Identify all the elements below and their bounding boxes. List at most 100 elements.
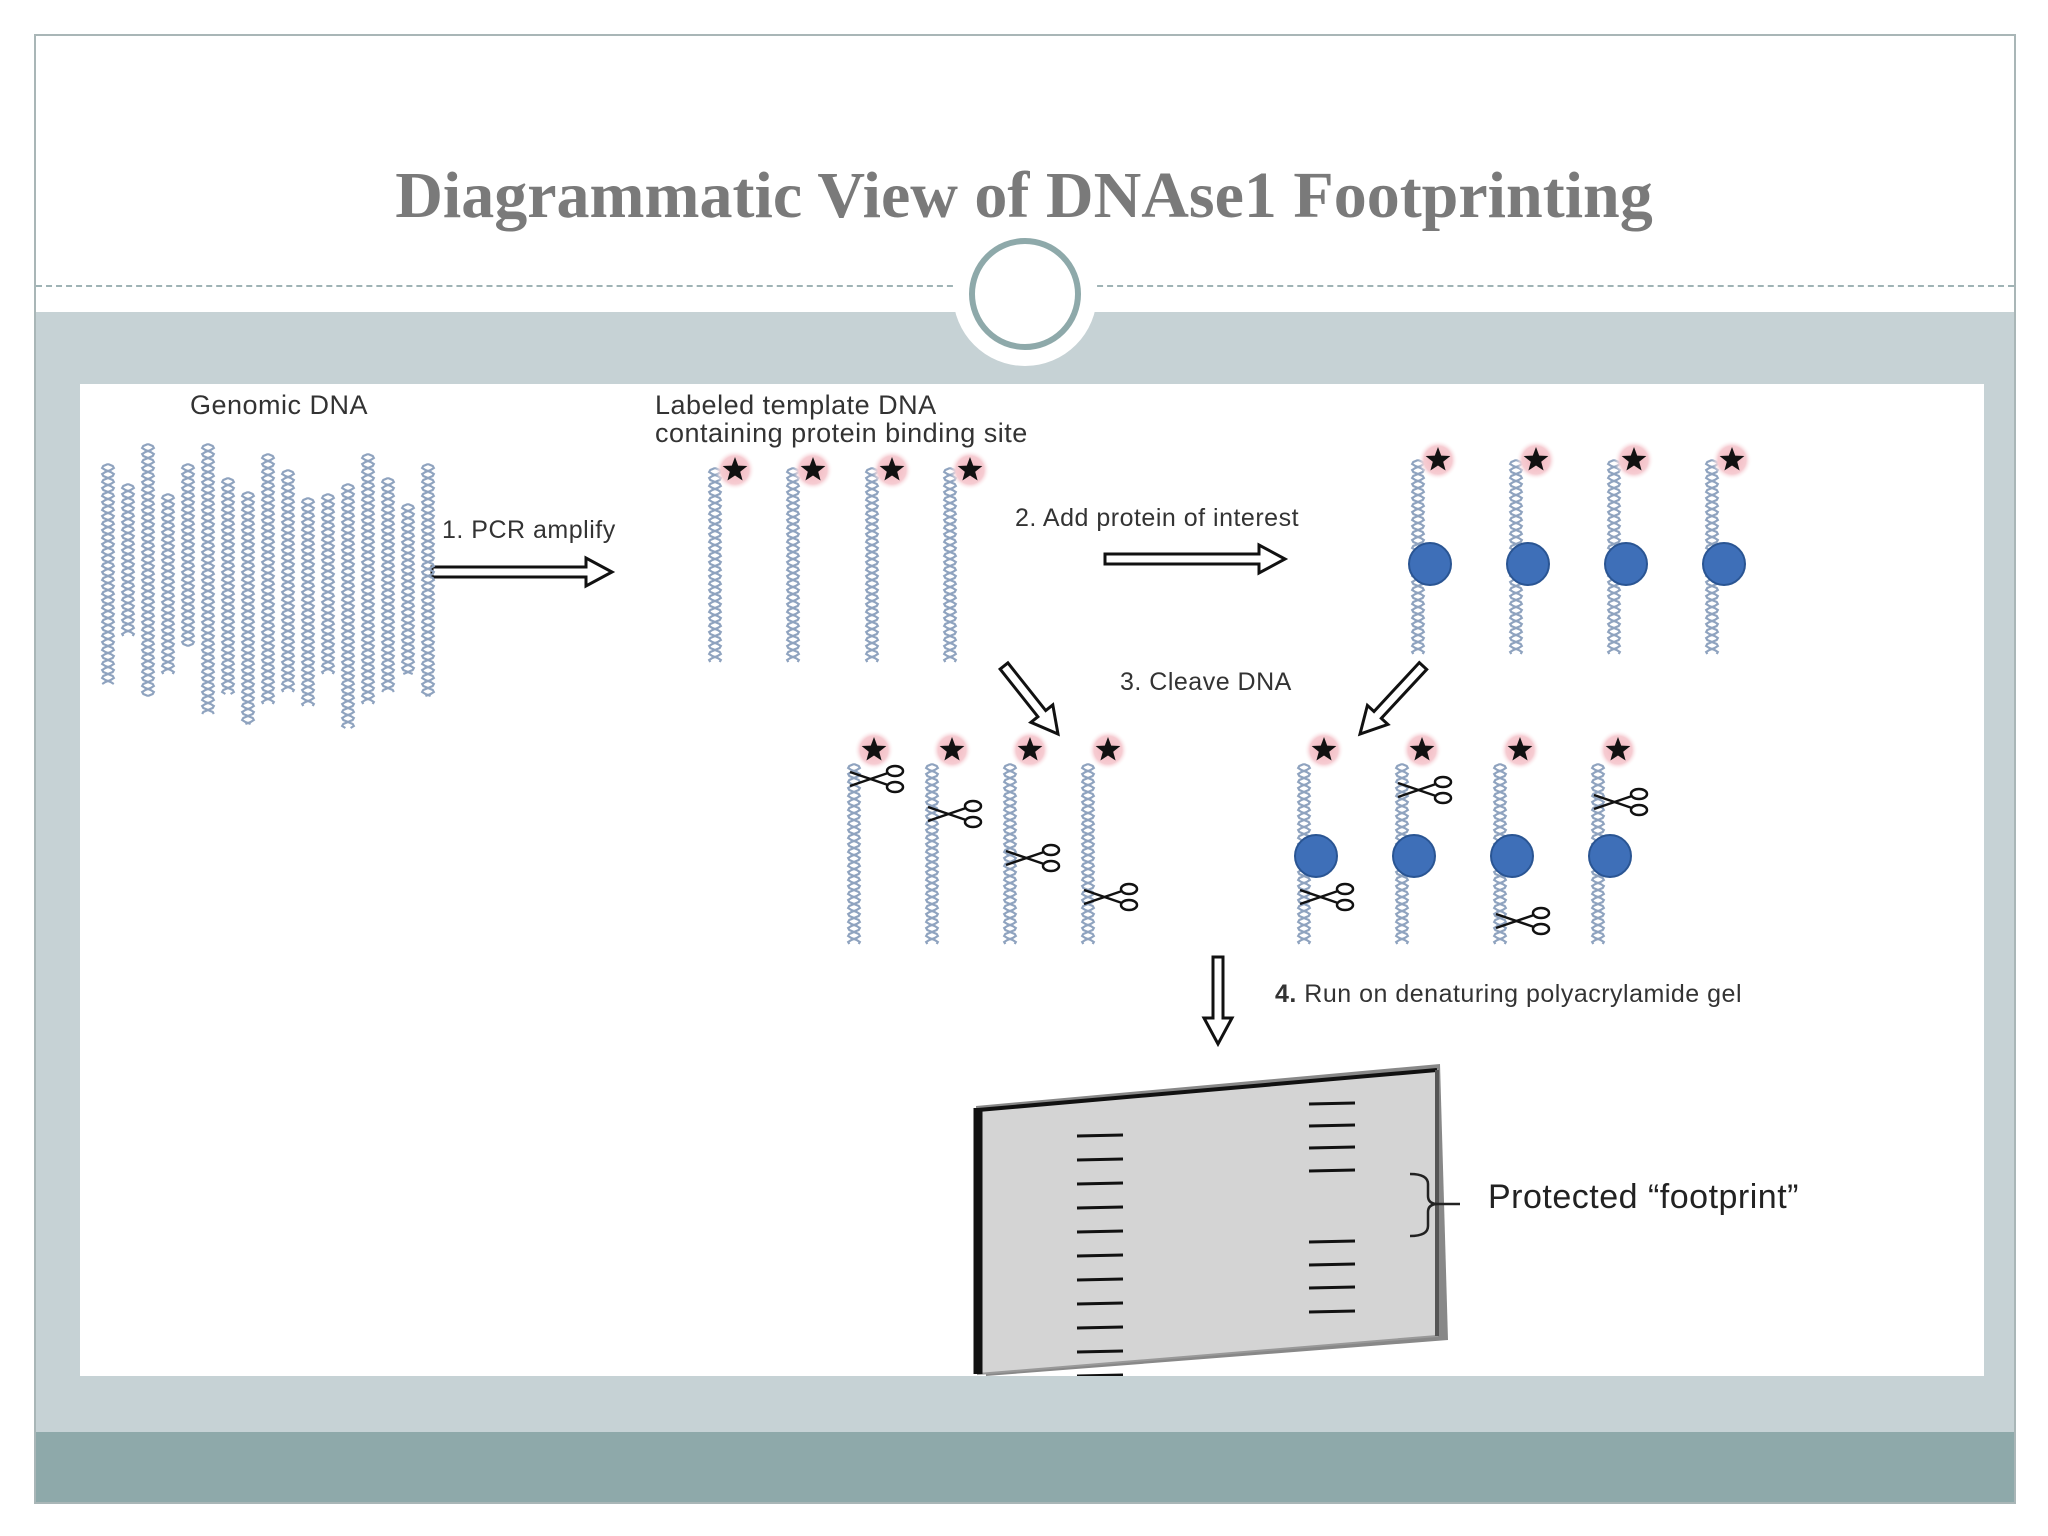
slide-title: Diagrammatic View of DNAse1 Footprinting bbox=[395, 159, 1653, 232]
gel-band bbox=[1076, 1157, 1124, 1162]
diagram-canvas bbox=[100, 440, 1752, 1376]
star-icon bbox=[1418, 440, 1458, 480]
arrows-group bbox=[430, 542, 1429, 1048]
star-icon bbox=[950, 450, 990, 490]
star-icon bbox=[1088, 730, 1128, 770]
genomic-dna-strand bbox=[340, 482, 356, 729]
genomic-dna-strand bbox=[240, 490, 256, 726]
template-dna-strand bbox=[785, 466, 801, 663]
gel-band bbox=[1076, 1133, 1124, 1138]
cleaved-dna-strand bbox=[1080, 762, 1096, 945]
protein-circle-icon bbox=[1588, 834, 1632, 878]
genomic-dna-strand bbox=[260, 452, 276, 705]
genomic-dna-strand bbox=[220, 476, 236, 695]
gel-band bbox=[1308, 1101, 1356, 1106]
dna-strands-group bbox=[100, 440, 1752, 945]
scissors-icon bbox=[927, 799, 983, 829]
genomic-dna-strand bbox=[420, 462, 436, 698]
genomic-dna-strand bbox=[380, 476, 396, 693]
label-step-4: 4. Run on denaturing polyacrylamide gel bbox=[1275, 980, 1742, 1009]
genomic-dna-strand bbox=[360, 452, 376, 705]
gel-band bbox=[1076, 1349, 1124, 1354]
label-binding-site: containing protein binding site bbox=[655, 418, 1028, 448]
gel-band bbox=[1308, 1168, 1356, 1173]
gel-group bbox=[973, 1064, 1460, 1376]
star-icon bbox=[1010, 730, 1050, 770]
gel-slab bbox=[977, 1068, 1438, 1376]
label-step-1: 1. PCR amplify bbox=[442, 516, 616, 544]
template-dna-strand bbox=[942, 466, 958, 663]
scissors-icon bbox=[1495, 906, 1551, 936]
label-genomic-dna: Genomic DNA bbox=[190, 390, 369, 420]
genomic-dna-strand bbox=[100, 462, 116, 685]
step-4-text: Run on denaturing polyacrylamide gel bbox=[1296, 980, 1743, 1008]
gel-band bbox=[1308, 1262, 1356, 1267]
star-icon bbox=[1516, 440, 1556, 480]
gel-band bbox=[1076, 1181, 1124, 1186]
gel-band bbox=[1308, 1309, 1356, 1314]
gel-edge-top bbox=[977, 1068, 1438, 1112]
scissors-icon bbox=[849, 764, 905, 794]
arrow-cleave-right bbox=[1357, 660, 1429, 737]
label-step-2: 2. Add protein of interest bbox=[1015, 504, 1300, 532]
star-icon bbox=[872, 450, 912, 490]
genomic-dna-strand bbox=[400, 502, 416, 676]
star-icon bbox=[1402, 730, 1442, 770]
protein-circle-icon bbox=[1506, 542, 1550, 586]
scissors-icon bbox=[1083, 882, 1139, 912]
footprint-bracket-icon bbox=[1409, 1172, 1460, 1238]
gel-band bbox=[1076, 1277, 1124, 1282]
arrow-pcr-amplify bbox=[430, 555, 616, 589]
label-protected-footprint: Protected “footprint” bbox=[1488, 1178, 1799, 1216]
genomic-dna-strand bbox=[180, 462, 196, 648]
label-step-3: 3. Cleave DNA bbox=[1120, 668, 1292, 696]
template-dna-strand bbox=[707, 466, 723, 663]
gel-band bbox=[1308, 1285, 1356, 1290]
star-icon bbox=[1304, 730, 1344, 770]
gel-band bbox=[1308, 1145, 1356, 1150]
cleaved-dna-strand bbox=[846, 762, 862, 945]
genomic-dna-strand bbox=[200, 442, 216, 715]
gel-band bbox=[1308, 1239, 1356, 1244]
label-labeled-template: Labeled template DNA bbox=[655, 390, 937, 420]
footprinting-diagram: Genomic DNA Labeled template DNA contain… bbox=[80, 384, 1984, 1376]
gel-band bbox=[1076, 1325, 1124, 1330]
star-icon bbox=[1712, 440, 1752, 480]
scissors-icon bbox=[1397, 775, 1453, 805]
star-icon bbox=[1598, 730, 1638, 770]
gel-band bbox=[1076, 1373, 1124, 1376]
protein-circle-icon bbox=[1604, 542, 1648, 586]
arrow-add-protein bbox=[1103, 542, 1289, 576]
gel-band bbox=[1076, 1205, 1124, 1210]
star-icon bbox=[932, 730, 972, 770]
scissors-icon bbox=[1593, 787, 1649, 817]
star-icon bbox=[715, 450, 755, 490]
star-icon bbox=[1500, 730, 1540, 770]
gel-band bbox=[1076, 1229, 1124, 1234]
star-icon bbox=[1614, 440, 1654, 480]
genomic-dna-strand bbox=[160, 492, 176, 675]
genomic-dna-strand bbox=[140, 442, 156, 698]
step-4-number: 4. bbox=[1275, 980, 1297, 1008]
protein-circle-icon bbox=[1408, 542, 1452, 586]
circle-ornament-icon bbox=[953, 222, 1097, 366]
arrow-run-gel bbox=[1201, 955, 1235, 1048]
protein-circle-icon bbox=[1702, 542, 1746, 586]
gel-band bbox=[1076, 1253, 1124, 1258]
protein-circle-icon bbox=[1294, 834, 1338, 878]
star-icon bbox=[854, 730, 894, 770]
genomic-dna-strand bbox=[280, 468, 296, 693]
cleaved-dna-strand bbox=[924, 762, 940, 945]
scissors-icon bbox=[1299, 882, 1355, 912]
genomic-dna-strand bbox=[120, 482, 136, 637]
scissors-icon bbox=[1005, 843, 1061, 873]
genomic-dna-strand bbox=[300, 496, 316, 707]
protein-circle-icon bbox=[1392, 834, 1436, 878]
gel-band bbox=[1308, 1123, 1356, 1128]
footer-band bbox=[36, 1432, 2014, 1502]
star-icon bbox=[793, 450, 833, 490]
arrow-cleave-left bbox=[997, 660, 1060, 737]
template-dna-strand bbox=[864, 466, 880, 663]
protein-circle-icon bbox=[1490, 834, 1534, 878]
genomic-dna-strand bbox=[320, 492, 336, 675]
